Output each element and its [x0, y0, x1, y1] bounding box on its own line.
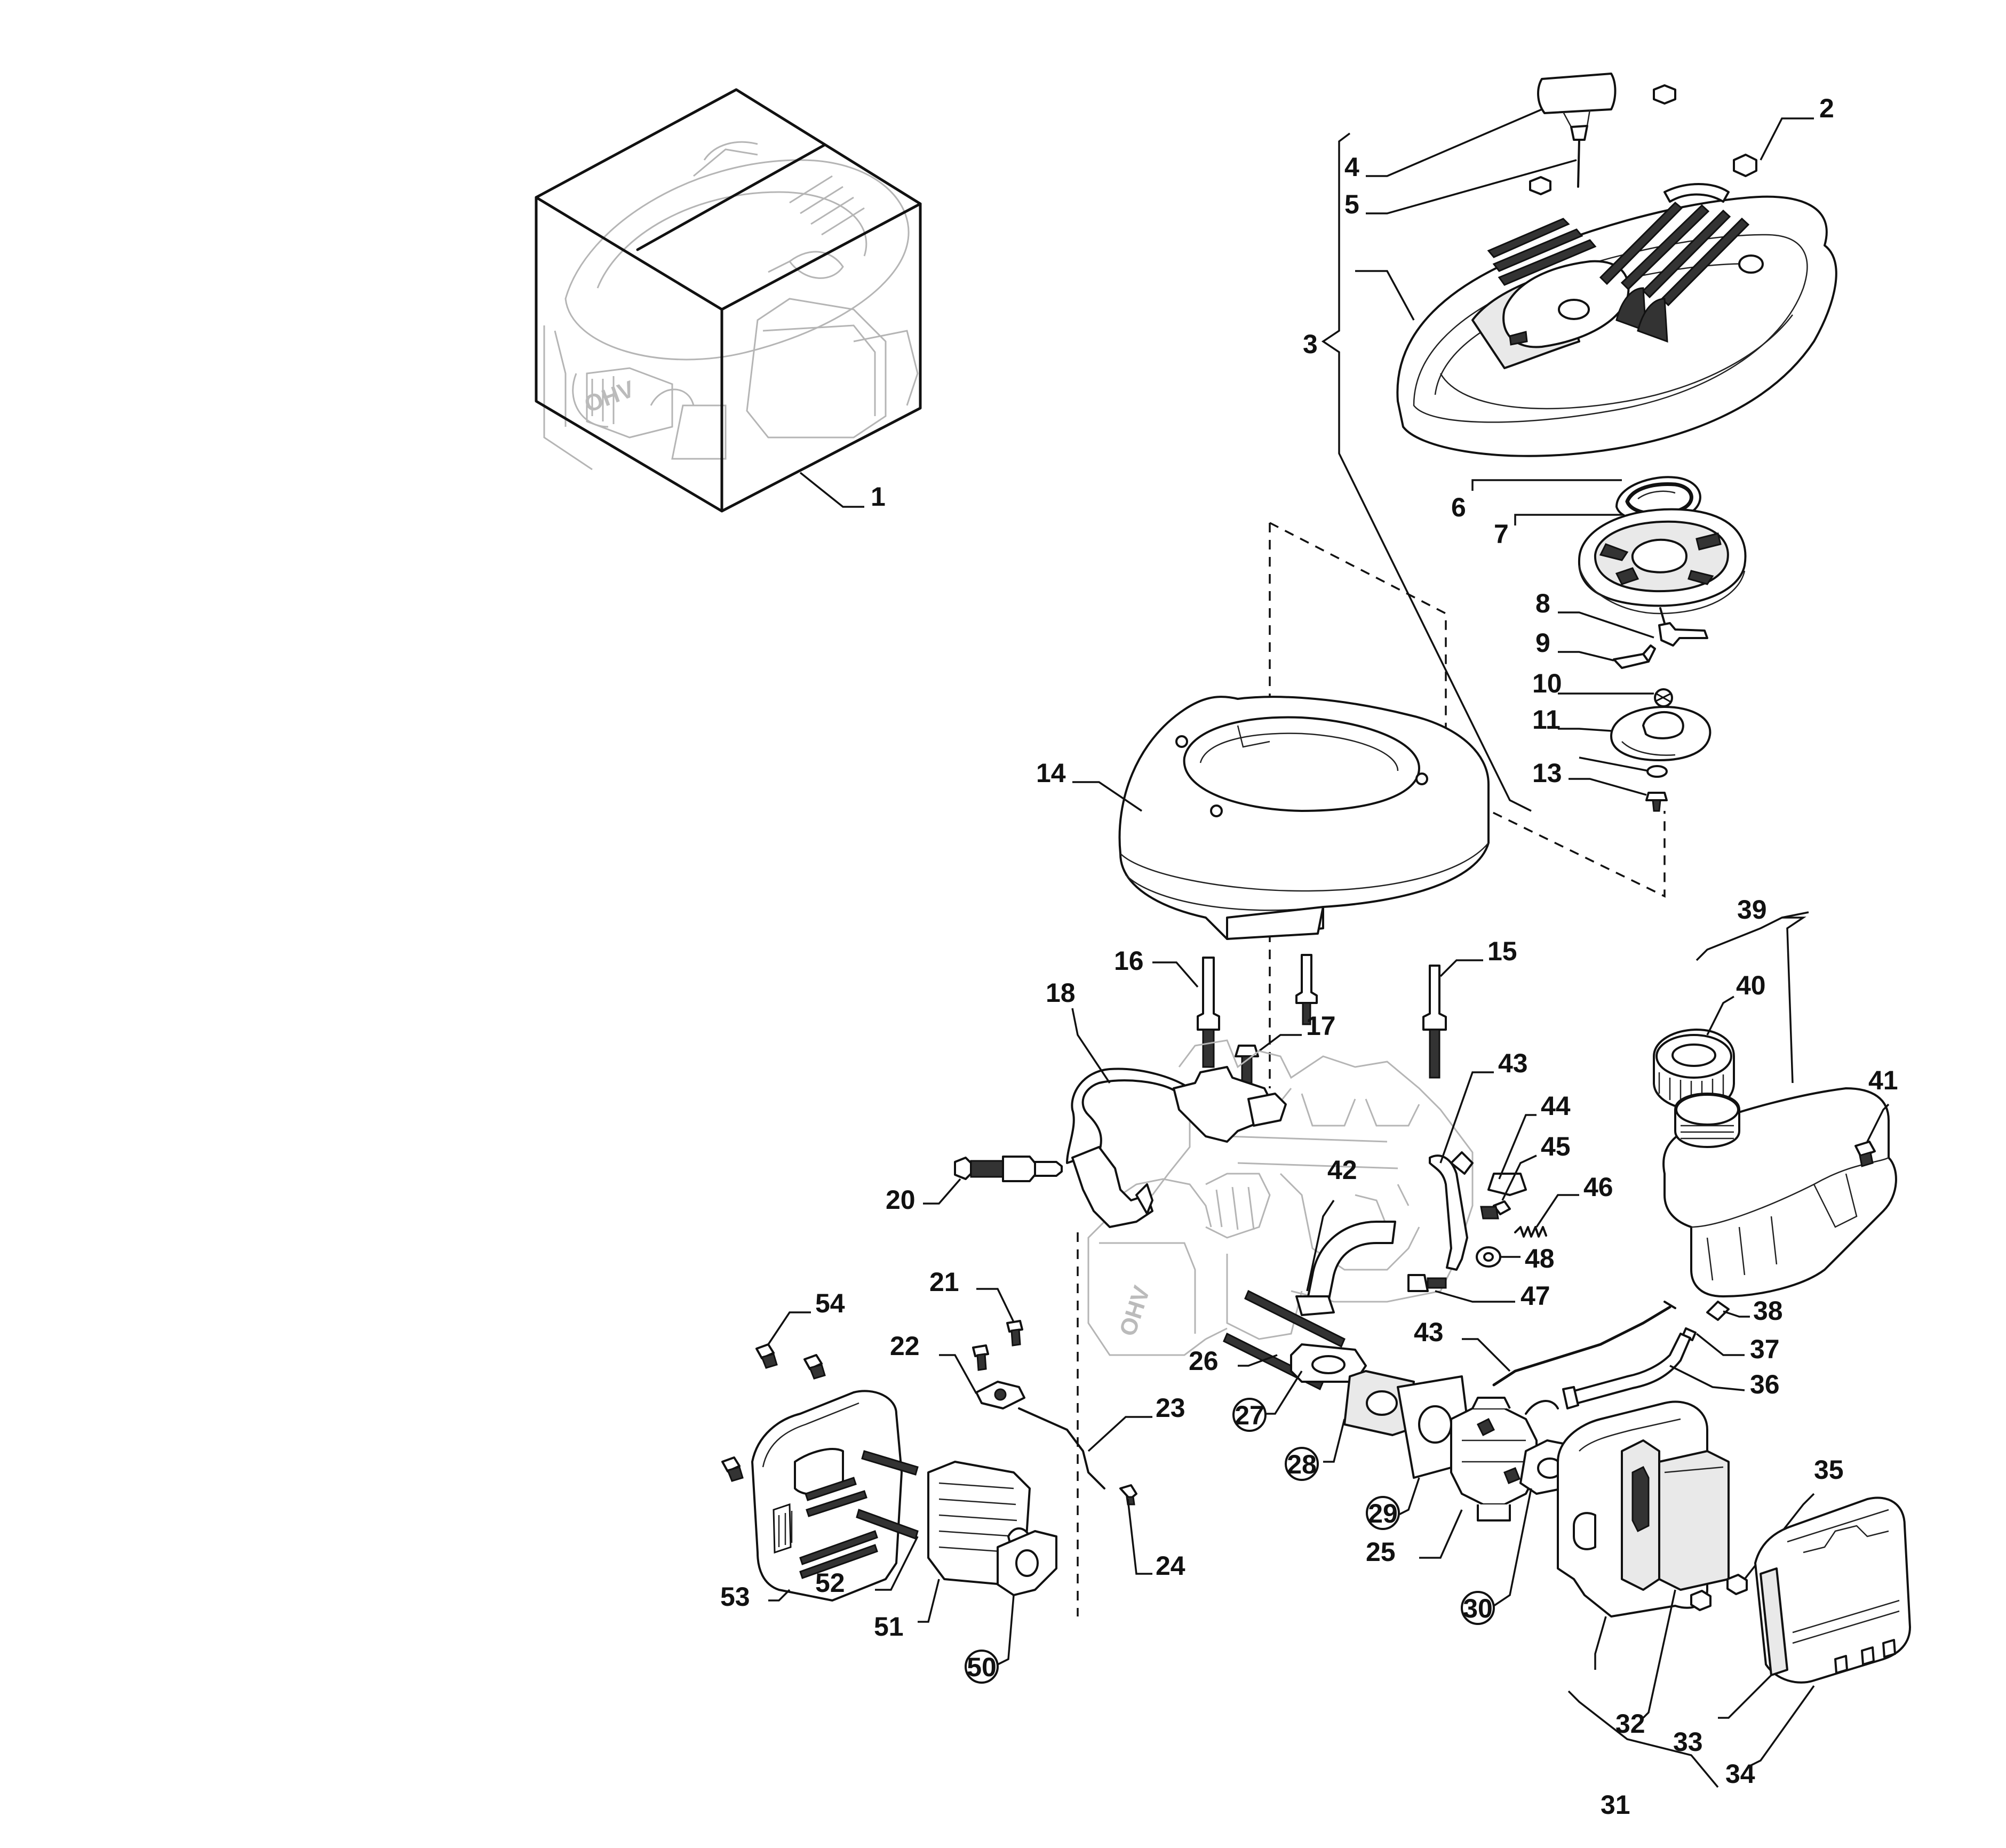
part-4-starter-handle: [1537, 73, 1617, 188]
callout-38: 38: [1753, 1296, 1783, 1326]
callout-36: 36: [1750, 1369, 1780, 1399]
callout-44: 44: [1541, 1091, 1571, 1121]
part-48-washer: [1476, 1246, 1501, 1268]
part-46-spring: [1514, 1226, 1547, 1238]
part-42-hose: [1295, 1221, 1396, 1316]
part-41-screw: [1854, 1141, 1876, 1167]
part-53-muffler-guard: [751, 1390, 903, 1602]
callout-13: 13: [1532, 758, 1562, 788]
part-23-rod: [1018, 1407, 1105, 1489]
part-43-throttle-lever: [1429, 1151, 1474, 1271]
part-35-nuts: [1690, 1574, 1748, 1611]
part-50-gasket: [997, 1530, 1057, 1596]
callout-42: 42: [1327, 1155, 1357, 1185]
callout-47: 47: [1521, 1281, 1550, 1311]
callout-4: 4: [1344, 152, 1359, 182]
callout-46: 46: [1583, 1172, 1613, 1202]
callout-31: 31: [1601, 1790, 1630, 1820]
part-22-bracket: [975, 1381, 1025, 1409]
part-16-studs: [1197, 954, 1318, 1068]
part-33-34-filter-cover: [1754, 1496, 1911, 1684]
callout-23: 23: [1156, 1393, 1185, 1423]
callout-26: 26: [1189, 1346, 1219, 1376]
part-1-complete-engine: OHV 1: [535, 88, 922, 513]
callout-41: 41: [1868, 1065, 1898, 1095]
callout-25: 25: [1366, 1537, 1396, 1567]
callout-21: 21: [929, 1267, 959, 1297]
callout-40: 40: [1736, 970, 1766, 1000]
callout-54: 54: [815, 1288, 845, 1318]
callout-2: 2: [1819, 93, 1834, 123]
callout-35: 35: [1814, 1455, 1844, 1485]
callout-1: 1: [871, 482, 886, 512]
callout-6: 6: [1451, 492, 1466, 522]
part-11-friction-plate: [1610, 706, 1712, 761]
part-12-washer: [1646, 765, 1668, 778]
part-40-fuel-cap: [1653, 1029, 1735, 1111]
part-3-starter-housing: [1396, 183, 1837, 457]
part-27-gasket: [1290, 1343, 1367, 1383]
callout-28: 28: [1287, 1449, 1317, 1479]
callout-45: 45: [1541, 1132, 1571, 1161]
callout-22: 22: [890, 1331, 920, 1361]
callout-27: 27: [1235, 1400, 1264, 1430]
callout-16: 16: [1114, 946, 1144, 976]
callout-30: 30: [1463, 1594, 1493, 1623]
callout-10: 10: [1532, 668, 1562, 698]
part-52-studs: [856, 1450, 919, 1540]
block-ohv-marking: OHV: [1115, 1283, 1155, 1339]
part-17-bolt: [1235, 1045, 1259, 1084]
part-18-ignition-coil: [1066, 1066, 1287, 1228]
callout-43a: 43: [1498, 1048, 1528, 1078]
part-13-screw: [1645, 792, 1668, 812]
part-7-starter-pulley: [1578, 508, 1747, 615]
part-21-screws: [972, 1320, 1023, 1371]
part-9-pawl-spring: [1613, 644, 1656, 669]
callout-15: 15: [1487, 936, 1517, 966]
callout-53: 53: [720, 1582, 750, 1612]
part-15-stud: [1422, 965, 1447, 1079]
callout-7: 7: [1494, 519, 1509, 549]
part-43-throttle-rod: [1492, 1301, 1676, 1387]
part-45-screw: [1480, 1200, 1511, 1220]
callout-5: 5: [1344, 189, 1359, 219]
callout-18: 18: [1046, 978, 1076, 1008]
callout-8: 8: [1535, 588, 1550, 618]
part-47-screw: [1407, 1274, 1447, 1292]
callout-14: 14: [1036, 758, 1066, 788]
part-38-fitting: [1706, 1301, 1730, 1321]
part-20-spark-plug: [954, 1156, 1063, 1182]
part-32-filter-element: [1658, 1450, 1730, 1591]
part-24-clip: [1119, 1484, 1137, 1506]
callout-48: 48: [1525, 1244, 1555, 1273]
part-10-spring: [1654, 688, 1673, 707]
callout-17: 17: [1306, 1011, 1336, 1041]
callout-20: 20: [886, 1185, 916, 1215]
callout-37: 37: [1750, 1334, 1780, 1364]
callout-52: 52: [815, 1568, 845, 1598]
part-2-nuts: [1529, 84, 1757, 195]
ohv-marking: OHV: [581, 376, 638, 418]
callout-33: 33: [1673, 1727, 1703, 1757]
callout-51: 51: [874, 1612, 904, 1642]
part-25-carburetor: [1450, 1397, 1559, 1522]
callout-3: 3: [1303, 329, 1318, 359]
callout-50: 50: [967, 1652, 997, 1682]
part-54-screws: [721, 1343, 826, 1482]
part-37-clip: [1682, 1327, 1697, 1341]
callout-39: 39: [1737, 895, 1767, 925]
part-8-pawl: [1658, 607, 1708, 647]
part-39-fuel-tank: [1662, 1087, 1897, 1297]
callout-34: 34: [1725, 1759, 1755, 1789]
callout-24: 24: [1156, 1551, 1185, 1581]
callout-11: 11: [1532, 705, 1561, 735]
part-36-fuel-hose: [1562, 1333, 1691, 1409]
callout-29: 29: [1368, 1499, 1398, 1528]
callout-9: 9: [1535, 628, 1550, 658]
part-14-blower-housing: [1118, 696, 1490, 940]
callout-43b: 43: [1414, 1317, 1444, 1347]
